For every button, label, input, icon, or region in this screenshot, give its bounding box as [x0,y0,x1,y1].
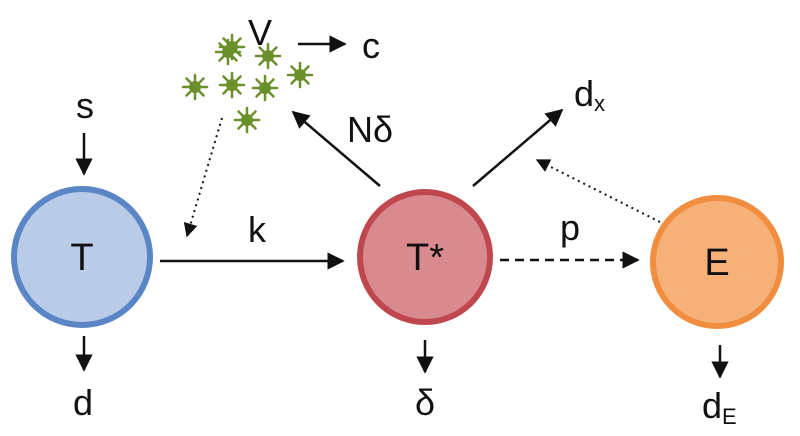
virus-particle [233,106,261,134]
source-label: s [76,85,94,126]
E-to-killing-arrow [535,159,661,223]
virus-particle [218,71,246,99]
node-T [11,186,153,328]
killing-label-sub: x [594,91,605,116]
death-Tstar-label: δ [415,382,435,423]
burst-arrow [291,110,381,187]
virus-clearance-label: c [362,25,380,66]
node-T-label: T [70,237,93,279]
virus-particles [181,33,314,134]
death-E-label: dE [702,385,737,429]
virus-particle [251,74,279,102]
killing-label: dx [574,73,605,116]
death-E-label-sub: E [722,404,737,429]
virus-particle [214,38,242,66]
node-E-label: E [704,242,729,284]
burst-label: Nδ [347,109,393,150]
killing-label-main: d [574,73,594,114]
infection-label: k [248,209,267,250]
node-T-star [357,189,493,325]
death-T-label: d [73,382,93,423]
proliferation-label: p [560,207,580,248]
killing-arrow [472,108,564,187]
node-T-star-label: T* [406,237,444,279]
death-E-label-main: d [702,385,722,426]
virus-to-infection-arrow [183,117,223,238]
virus-label: V [248,12,272,53]
virus-particle [286,61,314,89]
virus-particle [254,42,282,70]
node-E [650,195,784,329]
virus-particle [181,73,209,101]
